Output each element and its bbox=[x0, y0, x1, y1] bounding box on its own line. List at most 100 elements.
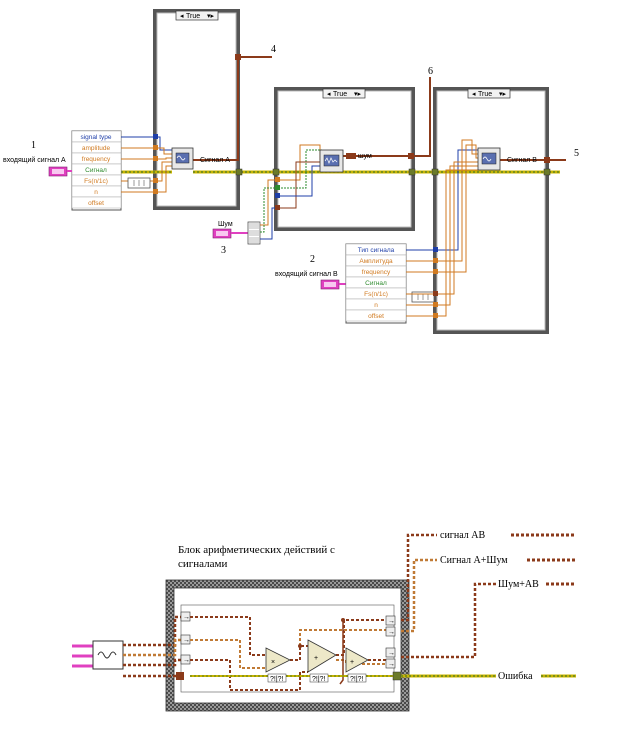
fs-constant-b[interactable] bbox=[411, 291, 435, 303]
case-selector-1[interactable]: ◂ True ▾▸ bbox=[175, 10, 219, 21]
internal-wires bbox=[190, 616, 396, 691]
output-wire-6 bbox=[343, 77, 431, 159]
svg-text:▾▸: ▾▸ bbox=[499, 91, 507, 98]
svg-text:→: → bbox=[388, 650, 395, 657]
svg-text:→: → bbox=[183, 637, 190, 644]
label-number-6: 6 bbox=[428, 66, 433, 77]
label-number-1: 1 bbox=[31, 140, 36, 151]
tunnels bbox=[235, 168, 551, 176]
case-structure-1[interactable]: ◂ True ▾▸ bbox=[153, 9, 240, 210]
case-structure-2[interactable]: ◂ True ▾▸ bbox=[274, 87, 415, 231]
svg-text:frequency: frequency bbox=[362, 269, 391, 276]
svg-text:→: → bbox=[388, 629, 395, 636]
svg-text:offset: offset bbox=[88, 200, 104, 207]
signal-source-icon[interactable] bbox=[92, 640, 124, 670]
bundle-a-item: amplitude bbox=[71, 141, 122, 154]
bundle-a-item: Fs(п/1с) bbox=[71, 174, 122, 187]
noise-input-control[interactable] bbox=[212, 228, 248, 239]
svg-text:True: True bbox=[186, 13, 200, 20]
input-wires bbox=[72, 644, 93, 668]
svg-text:Сигнал: Сигнал bbox=[85, 167, 107, 174]
svg-text:→: → bbox=[388, 661, 395, 668]
svg-text:→: → bbox=[388, 618, 395, 625]
svg-text:True: True bbox=[333, 91, 347, 98]
svg-text:amplitude: amplitude bbox=[82, 145, 111, 152]
bundle-b[interactable]: Тип сигнала Амплитуда frequency Сигнал F… bbox=[345, 243, 407, 324]
output-label-a-noise: Сигнал А+Шум bbox=[440, 555, 508, 566]
noise-wires bbox=[260, 144, 322, 240]
signal-b-output-label: Сигнал B bbox=[507, 157, 537, 164]
bundle-a-item: Сигнал bbox=[71, 163, 122, 176]
case-structure-3[interactable]: ◂ True ▾▸ bbox=[433, 87, 549, 334]
svg-text:+: + bbox=[350, 659, 354, 666]
svg-text:Тип сигнала: Тип сигнала bbox=[358, 247, 395, 254]
svg-text:n: n bbox=[374, 302, 378, 309]
bundle-b-item: frequency bbox=[345, 265, 407, 278]
signal-generator-vi-a[interactable] bbox=[171, 147, 194, 170]
case-selector-2[interactable]: ◂ True ▾▸ bbox=[322, 88, 366, 99]
add-node-1[interactable]: + ?!|?! bbox=[307, 639, 337, 683]
unbundle-noise[interactable] bbox=[247, 221, 261, 245]
input-b-control[interactable] bbox=[320, 279, 346, 290]
svg-text:n: n bbox=[94, 189, 98, 196]
top-diagram: ◂ True ▾▸ ◂ True ▾▸ ◂ True ▾▸ bbox=[3, 9, 579, 334]
svg-text:→: → bbox=[183, 657, 190, 664]
bottom-diagram: Блок арифметических действий с сигналами bbox=[72, 530, 576, 712]
signal-a-output-label: Сигнал A bbox=[200, 157, 230, 164]
label-number-4: 4 bbox=[271, 44, 276, 55]
svg-text:Fs(п/1с): Fs(п/1с) bbox=[364, 291, 388, 298]
bundle-a[interactable]: signal type amplitude frequency Сигнал F… bbox=[71, 130, 122, 211]
svg-text:▾▸: ▾▸ bbox=[207, 13, 215, 20]
bundle-b-item: n bbox=[345, 298, 407, 311]
bundle-a-item: signal type bbox=[71, 130, 122, 143]
shift-register-right: → → → → bbox=[385, 615, 402, 681]
noise-output-indicator bbox=[346, 153, 356, 159]
noise-output-label: шум bbox=[358, 153, 372, 160]
bundle-a-wires bbox=[121, 134, 172, 194]
output-label-noise-ab: Шум+АВ bbox=[498, 579, 539, 590]
output-wires bbox=[401, 533, 576, 678]
multiply-node[interactable]: × ?!|?! bbox=[265, 647, 291, 683]
noise-input-label: Шум bbox=[218, 221, 233, 228]
block-title-line2: сигналами bbox=[178, 558, 227, 570]
output-label-ab: сигнал АВ bbox=[440, 530, 485, 541]
signal-generator-vi-b[interactable] bbox=[477, 147, 501, 171]
svg-text:Амплитуда: Амплитуда bbox=[359, 258, 393, 265]
bundle-b-item: Тип сигнала bbox=[345, 243, 407, 256]
bundle-b-item: Амплитуда bbox=[345, 254, 407, 267]
label-number-3: 3 bbox=[221, 245, 226, 256]
noise-generator-vi[interactable] bbox=[319, 149, 344, 173]
svg-text:True: True bbox=[478, 91, 492, 98]
svg-text:?!|?!: ?!|?! bbox=[350, 676, 364, 683]
svg-text:signal type: signal type bbox=[80, 134, 111, 141]
bundle-b-item: Сигнал bbox=[345, 276, 407, 289]
fs-constant-a[interactable] bbox=[127, 177, 151, 189]
svg-text:?!|?!: ?!|?! bbox=[270, 676, 284, 683]
svg-text:◂: ◂ bbox=[327, 91, 331, 98]
bundle-a-item: frequency bbox=[71, 152, 122, 165]
bundle-a-item: offset bbox=[71, 196, 122, 209]
svg-text:Сигнал: Сигнал bbox=[365, 280, 387, 287]
bundle-b-item: offset bbox=[345, 309, 407, 322]
bundle-a-item: n bbox=[71, 185, 122, 198]
svg-text:◂: ◂ bbox=[180, 13, 184, 20]
arithmetic-loop-frame[interactable] bbox=[165, 579, 410, 712]
input-a-control[interactable] bbox=[48, 166, 72, 177]
source-wires bbox=[123, 615, 184, 680]
svg-text:×: × bbox=[271, 659, 275, 666]
svg-text:?!|?!: ?!|?! bbox=[312, 676, 326, 683]
svg-text:Fs(п/1с): Fs(п/1с) bbox=[84, 178, 108, 185]
shift-register-left: → → → bbox=[180, 611, 191, 665]
block-title-line1: Блок арифметических действий с bbox=[178, 544, 335, 556]
case-selector-3[interactable]: ◂ True ▾▸ bbox=[467, 88, 511, 99]
svg-text:▾▸: ▾▸ bbox=[354, 91, 362, 98]
label-number-2: 2 bbox=[310, 254, 315, 265]
output-wire-5 bbox=[500, 157, 566, 163]
add-node-2[interactable]: + ?!|?! bbox=[345, 647, 369, 683]
input-b-label: входящий сигнал B bbox=[275, 270, 338, 278]
svg-text:frequency: frequency bbox=[82, 156, 111, 163]
svg-text:+: + bbox=[314, 655, 318, 662]
svg-text:◂: ◂ bbox=[472, 91, 476, 98]
svg-text:offset: offset bbox=[368, 313, 384, 320]
